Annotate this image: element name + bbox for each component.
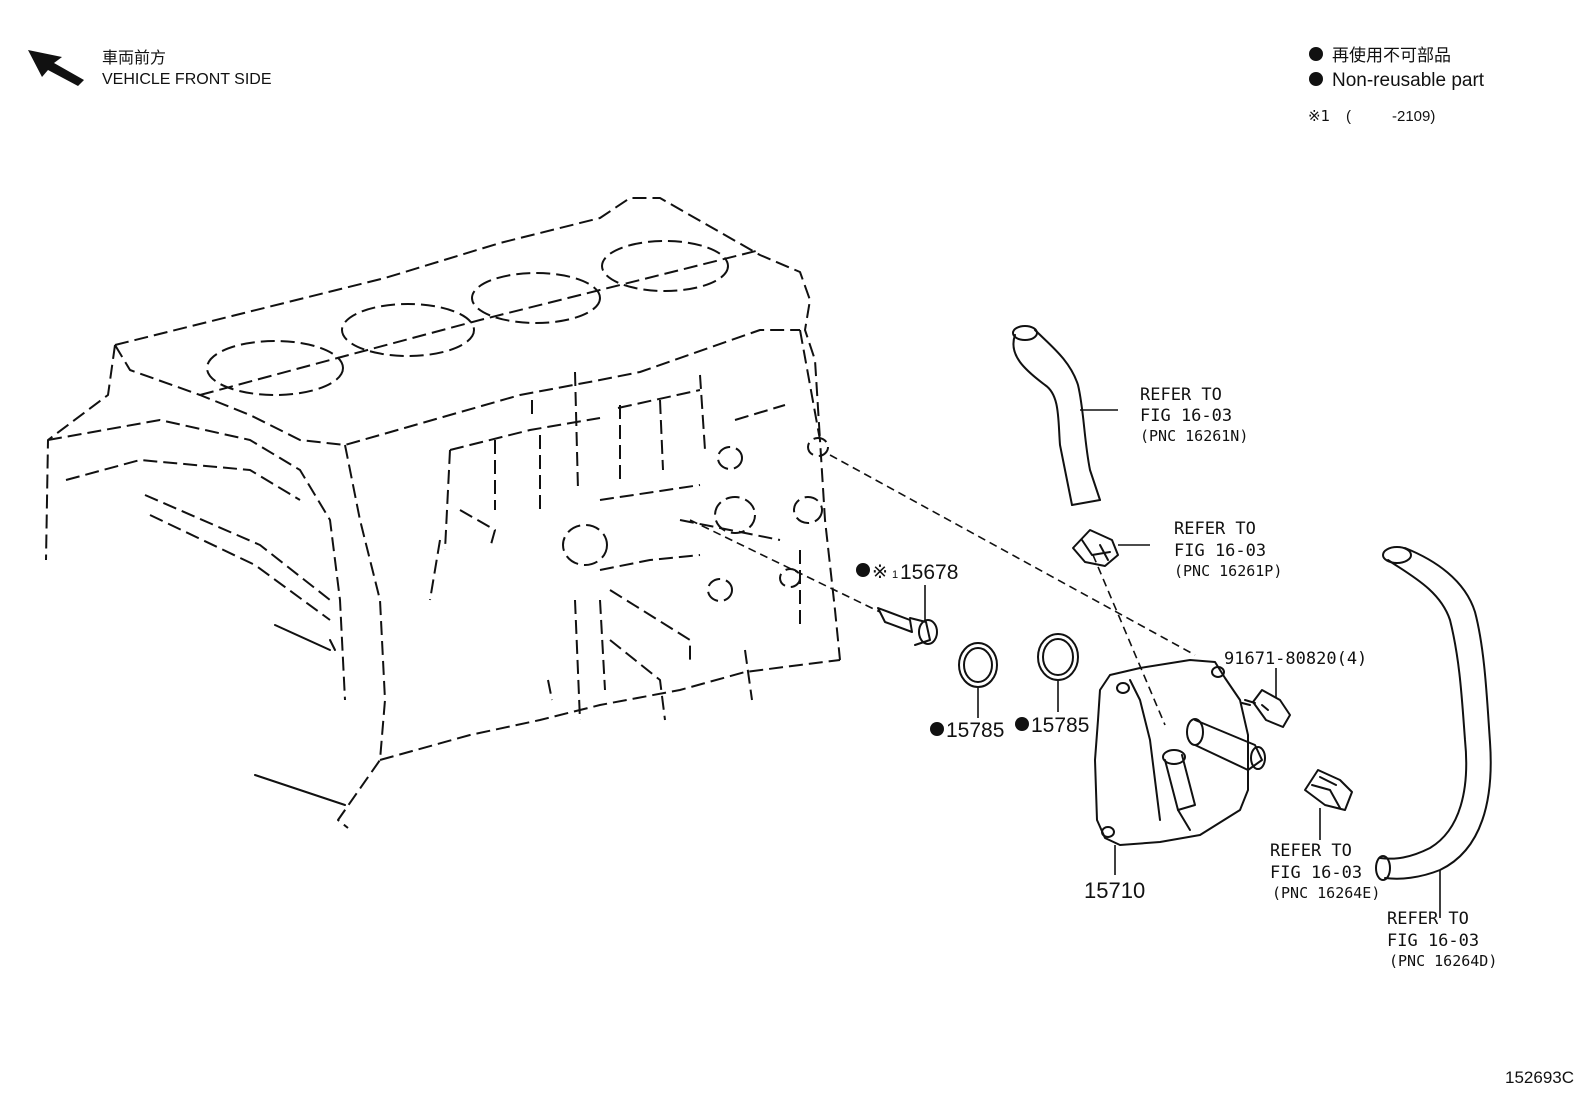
lower-hose-clip [1304,769,1353,811]
vehicle-front-arrow-icon [28,50,84,86]
note-open: ( [1346,108,1351,125]
refer-line3: (PNC 16261P) [1174,562,1282,580]
refer-line2: FIG 16-03 [1387,931,1479,951]
non-reusable-dot-icon [1015,717,1029,731]
vehicle-front-label-en: VEHICLE FRONT SIDE [102,71,272,88]
part-15785-o-ring [1037,633,1079,681]
upper-hose [1012,325,1101,506]
part-15785-number: 15785 [1031,714,1089,737]
refer-line1: REFER TO [1174,519,1256,539]
part-15785-o-ring [958,642,998,688]
part-15710-oil-cooler [1094,659,1266,846]
lower-hose [1375,546,1492,881]
note-range: -2109) [1392,108,1435,125]
non-reusable-dot-icon [856,563,870,577]
note-mark: ※1 [1308,107,1330,125]
bolt-part-number: 91671-80820(4) [1224,649,1367,669]
refer-line2: FIG 16-03 [1270,863,1362,883]
refer-16264e[interactable]: REFER TO FIG 16-03 (PNC 16264E) [1270,841,1380,902]
engine-block-outline [45,197,841,829]
legend-label-en: Non-reusable part [1332,70,1485,91]
refer-16261p[interactable]: REFER TO FIG 16-03 (PNC 16261P) [1174,519,1282,580]
part-15785-number: 15785 [946,719,1004,742]
vehicle-front-label-jp: 車両前方 [102,48,166,67]
part-15678-sub: 1 [892,569,898,581]
part-15678-number: 15678 [900,561,958,584]
install-line [689,519,881,613]
non-reusable-dot-icon [1309,72,1323,86]
part-15678-nozzle [877,607,938,646]
part-15678-mark: ※ [872,561,888,583]
refer-16261n[interactable]: REFER TO FIG 16-03 (PNC 16261N) [1140,385,1248,445]
illustration-code: 152693C [1505,1068,1574,1087]
refer-line3: (PNC 16264E) [1272,884,1380,902]
upper-hose-clip [1072,529,1119,567]
install-line [829,454,1196,656]
refer-line3: (PNC 16264D) [1389,952,1497,970]
refer-16264d[interactable]: REFER TO FIG 16-03 (PNC 16264D) [1387,909,1497,970]
refer-line1: REFER TO [1270,841,1352,861]
refer-line1: REFER TO [1140,385,1222,405]
refer-line2: FIG 16-03 [1140,406,1232,426]
refer-line3: (PNC 16261N) [1140,427,1248,445]
refer-line2: FIG 16-03 [1174,541,1266,561]
bolt-91671-80820 [1241,689,1291,728]
non-reusable-dot-icon [930,722,944,736]
refer-line1: REFER TO [1387,909,1469,929]
install-line [1092,554,1166,726]
non-reusable-dot-icon [1309,47,1323,61]
legend-label-jp: 再使用不可部品 [1332,45,1451,66]
part-15710-number: 15710 [1084,878,1145,903]
